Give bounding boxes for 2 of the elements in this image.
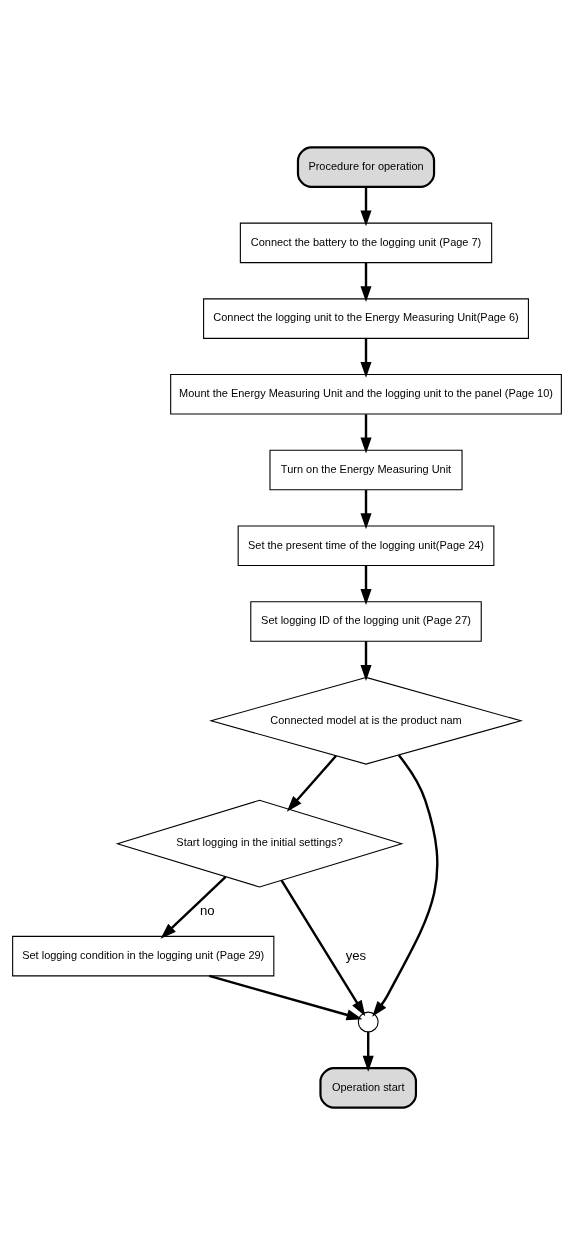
edge-label: yes bbox=[345, 947, 367, 963]
edge-label: no bbox=[199, 903, 215, 919]
